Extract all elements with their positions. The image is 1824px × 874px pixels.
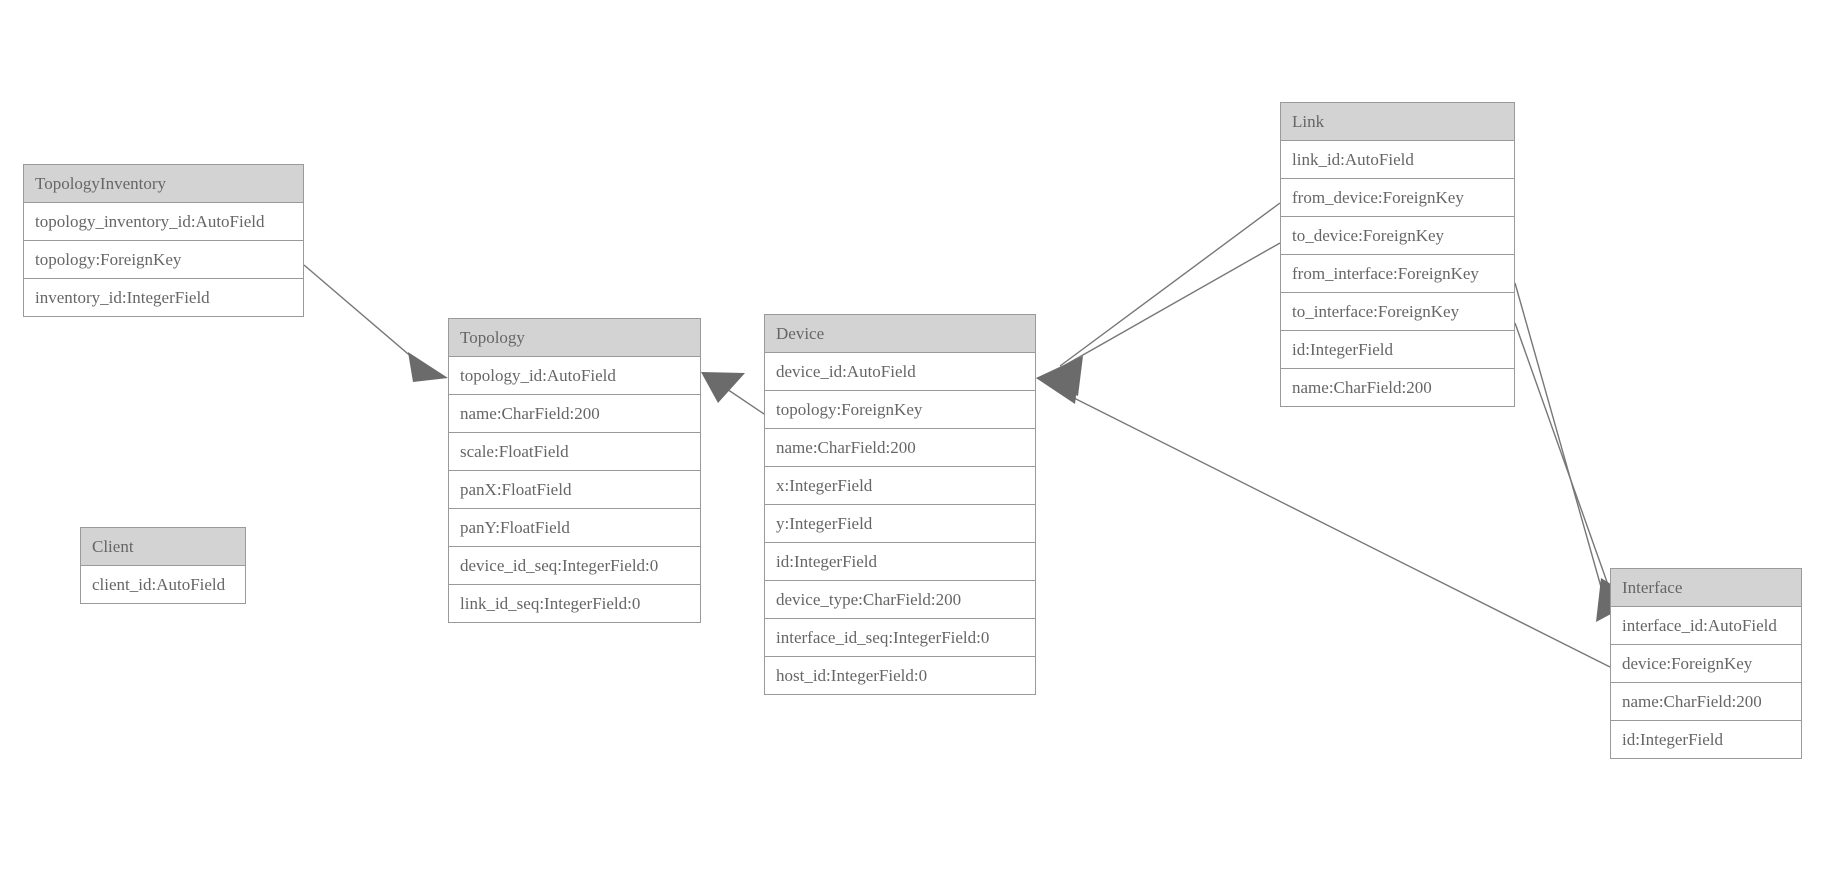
entity-field: panY:FloatField	[449, 509, 700, 547]
entity-field: topology:ForeignKey	[24, 241, 303, 279]
entity-box-topology-inventory[interactable]: TopologyInventory topology_inventory_id:…	[23, 164, 304, 317]
entity-field: to_device:ForeignKey	[1281, 217, 1514, 255]
entity-field: id:IntegerField	[1281, 331, 1514, 369]
entity-field: panX:FloatField	[449, 471, 700, 509]
entity-field: id:IntegerField	[1611, 721, 1801, 758]
entity-field: interface_id_seq:IntegerField:0	[765, 619, 1035, 657]
entity-box-client[interactable]: Client client_id:AutoField	[80, 527, 246, 604]
edge-device-topology	[701, 372, 765, 415]
entity-box-topology[interactable]: Topology topology_id:AutoField name:Char…	[448, 318, 701, 623]
entity-title: Interface	[1611, 569, 1801, 607]
entity-field: id:IntegerField	[765, 543, 1035, 581]
entity-field: from_device:ForeignKey	[1281, 179, 1514, 217]
entity-field: inventory_id:IntegerField	[24, 279, 303, 316]
entity-title: Topology	[449, 319, 700, 357]
entity-field: scale:FloatField	[449, 433, 700, 471]
entity-field: x:IntegerField	[765, 467, 1035, 505]
entity-field: name:CharField:200	[1611, 683, 1801, 721]
entity-field: from_interface:ForeignKey	[1281, 255, 1514, 293]
entity-field: host_id:IntegerField:0	[765, 657, 1035, 694]
entity-field: device_id_seq:IntegerField:0	[449, 547, 700, 585]
edge-link-from-device	[1036, 202, 1281, 396]
entity-field: name:CharField:200	[765, 429, 1035, 467]
entity-field: client_id:AutoField	[81, 566, 245, 603]
entity-box-device[interactable]: Device device_id:AutoField topology:Fore…	[764, 314, 1036, 695]
entity-field: name:CharField:200	[1281, 369, 1514, 406]
entity-field: name:CharField:200	[449, 395, 700, 433]
entity-field: device_id:AutoField	[765, 353, 1035, 391]
entity-field: link_id_seq:IntegerField:0	[449, 585, 700, 622]
entity-field: link_id:AutoField	[1281, 141, 1514, 179]
entity-title: Link	[1281, 103, 1514, 141]
entity-title: Device	[765, 315, 1035, 353]
edge-interface-device	[1036, 364, 1611, 668]
edge-topologyinventory-topology	[303, 264, 448, 382]
entity-field: device_type:CharField:200	[765, 581, 1035, 619]
entity-field: topology:ForeignKey	[765, 391, 1035, 429]
entity-title: Client	[81, 528, 245, 566]
entity-field: y:IntegerField	[765, 505, 1035, 543]
entity-field: topology_id:AutoField	[449, 357, 700, 395]
entity-field: to_interface:ForeignKey	[1281, 293, 1514, 331]
entity-field: topology_inventory_id:AutoField	[24, 203, 303, 241]
entity-box-interface[interactable]: Interface interface_id:AutoField device:…	[1610, 568, 1802, 759]
entity-field: device:ForeignKey	[1611, 645, 1801, 683]
entity-field: interface_id:AutoField	[1611, 607, 1801, 645]
entity-title: TopologyInventory	[24, 165, 303, 203]
entity-box-link[interactable]: Link link_id:AutoField from_device:Forei…	[1280, 102, 1515, 407]
